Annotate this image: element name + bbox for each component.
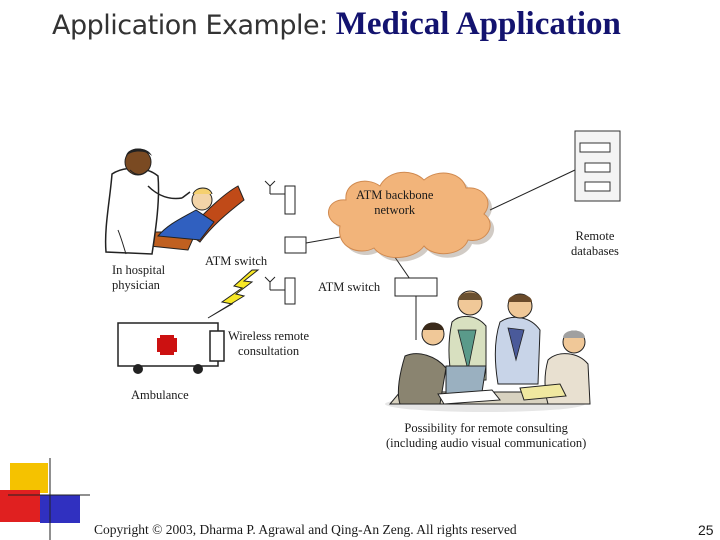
- decorative-corner: [0, 458, 90, 540]
- title-regular: Application Example:: [52, 10, 336, 41]
- base-station-upper: [284, 185, 296, 215]
- atm-switch-right-box: [394, 277, 438, 297]
- lightning-icon: [207, 269, 260, 319]
- cloud-label-line1: ATM backbone: [356, 188, 434, 202]
- cloud-label-line2: network: [374, 203, 416, 217]
- consultation-label-line2: (including audio visual communication): [386, 436, 587, 450]
- consultation-group-illustration: [385, 290, 591, 412]
- atm-switch-right-label: ATM switch: [318, 280, 381, 294]
- cloud-label: ATM backbone network: [356, 188, 433, 218]
- consultation-label: Possibility for remote consulting (inclu…: [386, 421, 586, 451]
- antenna-icon: [264, 180, 276, 194]
- base-station-lower: [284, 277, 296, 305]
- physician-label-line2: physician: [112, 278, 160, 292]
- physician-label: In hospital physician: [112, 263, 165, 293]
- ambulance-label: Ambulance: [131, 388, 189, 402]
- antenna-icon: [264, 276, 276, 290]
- copyright-footer: Copyright © 2003, Dharma P. Agrawal and …: [94, 522, 517, 537]
- remote-databases-line1: Remote: [575, 229, 615, 243]
- wireless-label-line1: Wireless remote: [228, 329, 310, 343]
- remote-databases-label: Remote databases: [571, 229, 619, 259]
- page-number: 25: [698, 522, 714, 538]
- physician-label-line1: In hospital: [112, 263, 166, 277]
- ambulance-icon: [117, 322, 225, 374]
- server-icon: [574, 130, 621, 202]
- wireless-label: Wireless remote consultation: [228, 329, 309, 359]
- consultation-label-line1: Possibility for remote consulting: [404, 421, 568, 435]
- link-switch-to-cloud: [305, 236, 341, 244]
- wireless-label-line2: consultation: [237, 344, 300, 358]
- atm-cloud: [328, 171, 495, 262]
- slide-title: Application Example: Medical Application: [52, 6, 621, 43]
- atm-switch-left-box: [284, 236, 307, 254]
- atm-switch-left-label: ATM switch: [205, 254, 268, 268]
- physician-illustration: [104, 148, 245, 255]
- link-cloud-to-database: [489, 169, 576, 211]
- title-emphasis: Medical Application: [335, 6, 621, 42]
- remote-databases-line2: databases: [571, 244, 619, 258]
